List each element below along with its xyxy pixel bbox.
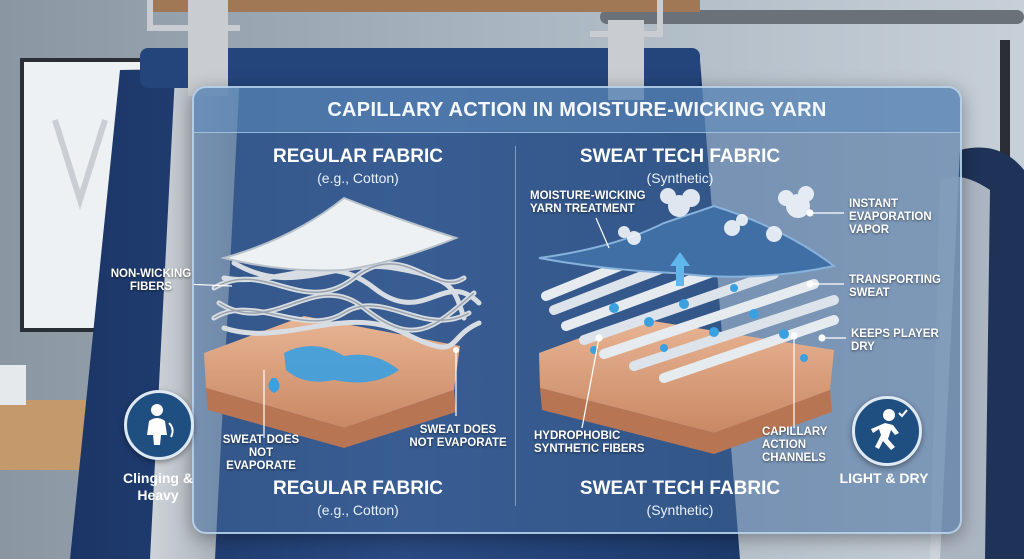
cotton-top-sheet <box>220 196 459 272</box>
tech-fabric-heading: SWEAT TECH FABRIC <box>579 146 781 167</box>
label-keeps-player-dry: KEEPS PLAYER DRY <box>851 328 939 353</box>
label-sweat-not-evaporate-right: SWEAT DOES NOT EVAPORATE <box>409 424 507 449</box>
sweat-puddle <box>268 346 399 393</box>
sweat-droplets <box>590 284 808 362</box>
tech-top-sheet <box>538 204 837 278</box>
label-transporting-sweat: TRANSPORTING SWEAT <box>849 274 941 299</box>
label-instant-evaporation: INSTANT EVAPORATION VAPOR <box>849 198 932 236</box>
tech-fabric-footer-subheading: (Synthetic) <box>646 502 714 518</box>
diagram-panel: CAPILLARY ACTION IN MOISTURE-WICKING YAR… <box>111 86 962 534</box>
label-hydrophobic-fibers: HYDROPHOBIC SYNTHETIC FIBERS <box>534 430 645 455</box>
title-bar <box>194 88 960 133</box>
label-sweat-not-evaporate-left: SWEAT DOES NOT EVAPORATE <box>222 434 300 472</box>
label-capillary-channels: CAPILLARY ACTION CHANNELS <box>762 426 828 464</box>
tech-fabric-footer-heading: SWEAT TECH FABRIC <box>579 478 781 499</box>
page-title: CAPILLARY ACTION IN MOISTURE-WICKING YAR… <box>327 99 827 121</box>
diagram-illustrations <box>194 186 846 454</box>
running-person-badge <box>852 396 922 466</box>
regular-fabric-footer-subheading: (e.g., Cotton) <box>317 502 399 518</box>
heavy-person-icon <box>147 404 174 445</box>
upward-arrow-icon <box>670 252 690 286</box>
regular-fabric-heading: REGULAR FABRIC <box>273 146 443 167</box>
heavy-person-badge <box>124 390 194 460</box>
label-wicking-treatment: MOISTURE-WICKING YARN TREATMENT <box>530 190 646 215</box>
regular-fabric-subheading: (e.g., Cotton) <box>317 170 399 186</box>
tech-fabric-subheading: (Synthetic) <box>646 170 714 186</box>
running-person-icon <box>871 409 908 450</box>
badge-caption-clinging: Clinging & Heavy <box>123 470 193 503</box>
label-non-wicking-fibers: NON-WICKING FIBERS <box>110 268 192 293</box>
vapor-puffs <box>618 186 814 245</box>
regular-fabric-footer-heading: REGULAR FABRIC <box>273 478 443 499</box>
badge-caption-light-dry: LIGHT & DRY <box>839 470 929 486</box>
column-divider <box>515 146 516 506</box>
